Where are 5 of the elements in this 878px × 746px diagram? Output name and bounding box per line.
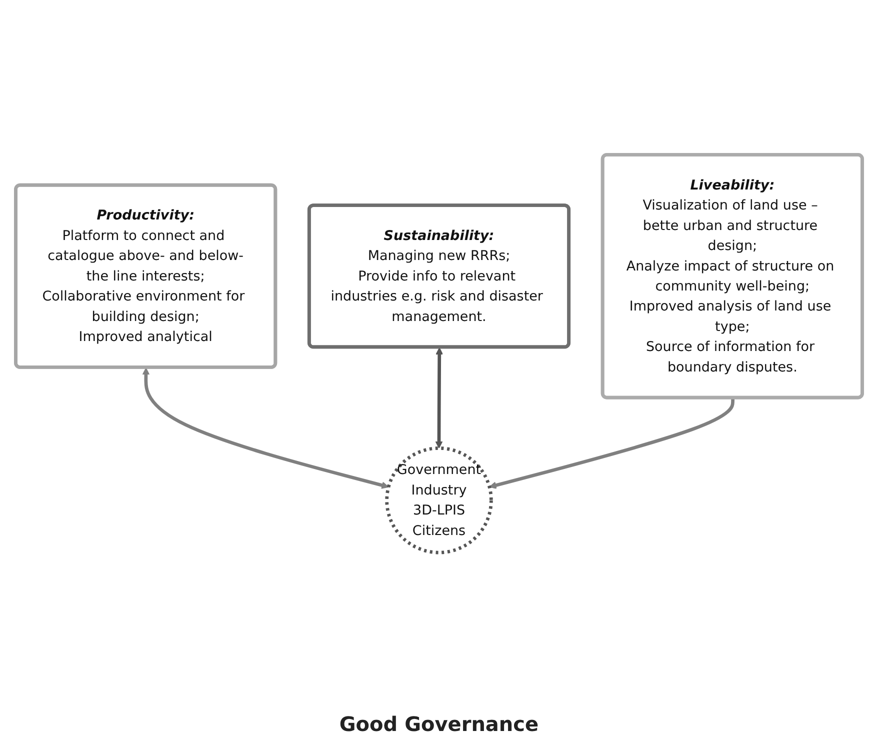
arrow [142,368,389,490]
arrow [489,398,735,490]
arrow [435,348,444,449]
node-circle: Government Industry 3D-LPIS Citizens [385,446,493,555]
caption-text: Good Governance [339,712,539,736]
